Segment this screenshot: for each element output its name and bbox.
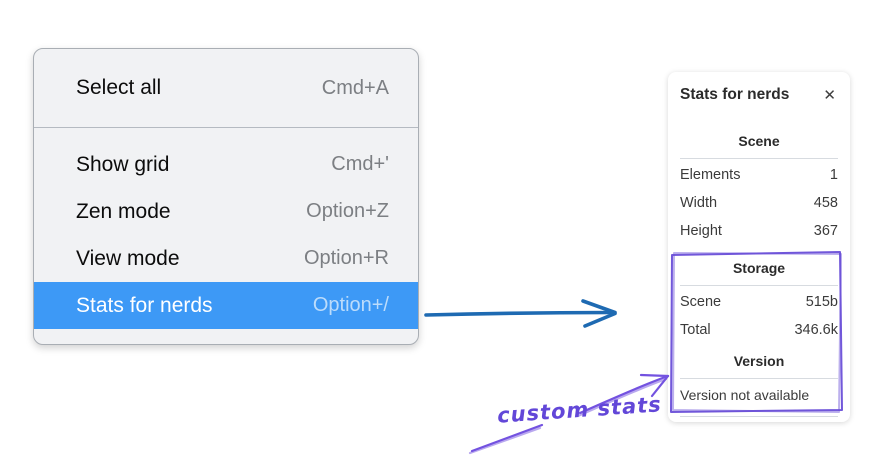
menu-item-stats-for-nerds[interactable]: Stats for nerds Option+/ <box>34 282 418 329</box>
menu-item-label: Show grid <box>76 152 170 176</box>
stat-label: Scene <box>680 294 722 310</box>
menu-group: Show grid Cmd+' Zen mode Option+Z View m… <box>34 128 418 329</box>
menu-item-zen-mode[interactable]: Zen mode Option+Z <box>34 188 418 235</box>
section-divider <box>680 378 838 379</box>
menu-item-label: Zen mode <box>76 199 171 223</box>
menu-item-shortcut: Cmd+' <box>331 153 389 175</box>
stat-row-elements: Elements 1 <box>680 161 838 189</box>
menu-item-view-mode[interactable]: View mode Option+R <box>34 235 418 282</box>
stat-label: Elements <box>680 167 741 183</box>
scene-section-heading: Scene <box>738 133 780 149</box>
menu-item-select-all[interactable]: Select all Cmd+A <box>34 49 418 127</box>
menu-item-shortcut: Option+Z <box>306 200 389 222</box>
stat-row-total-storage: Total 346.6k <box>680 316 838 344</box>
menu-item-label: View mode <box>76 246 180 270</box>
blue-right-arrow <box>424 299 617 328</box>
stat-row-width: Width 458 <box>680 189 838 217</box>
annotation-label: custom stats <box>496 392 663 428</box>
stat-value: 458 <box>813 195 838 211</box>
menu-item-shortcut: Cmd+A <box>321 76 389 99</box>
stat-label: Width <box>680 195 718 211</box>
menu-item-show-grid[interactable]: Show grid Cmd+' <box>34 141 418 188</box>
stat-label: Total <box>680 322 711 338</box>
menu-divider <box>34 127 418 128</box>
storage-section-heading: Storage <box>732 260 786 276</box>
stat-row-scene-storage: Scene 515b <box>680 288 838 316</box>
menu-item-label: Select all <box>76 76 162 99</box>
stat-label: Height <box>680 223 722 239</box>
menu-item-shortcut: Option+R <box>303 247 389 269</box>
stat-value: 367 <box>813 223 838 239</box>
stat-value: 1 <box>829 167 838 183</box>
stat-value: 515b <box>805 294 838 310</box>
section-divider <box>680 416 838 417</box>
stat-value: 346.6k <box>794 322 838 338</box>
stats-panel-title: Stats for nerds <box>680 86 790 103</box>
menu-item-label: Stats for nerds <box>76 293 213 317</box>
version-section-heading: Version <box>733 353 785 369</box>
stats-panel-header: Stats for nerds ✕ <box>680 83 838 107</box>
stat-row-height: Height 367 <box>680 217 838 245</box>
menu-item-shortcut: Option+/ <box>312 294 389 316</box>
close-icon[interactable]: ✕ <box>823 86 836 104</box>
context-menu: Select all Cmd+A Show grid Cmd+' Zen mod… <box>33 48 419 345</box>
section-divider <box>680 285 838 286</box>
version-note: Version not available <box>680 387 810 403</box>
section-divider <box>680 158 838 159</box>
stats-panel: Stats for nerds ✕ Scene Elements 1 Width… <box>668 72 850 422</box>
